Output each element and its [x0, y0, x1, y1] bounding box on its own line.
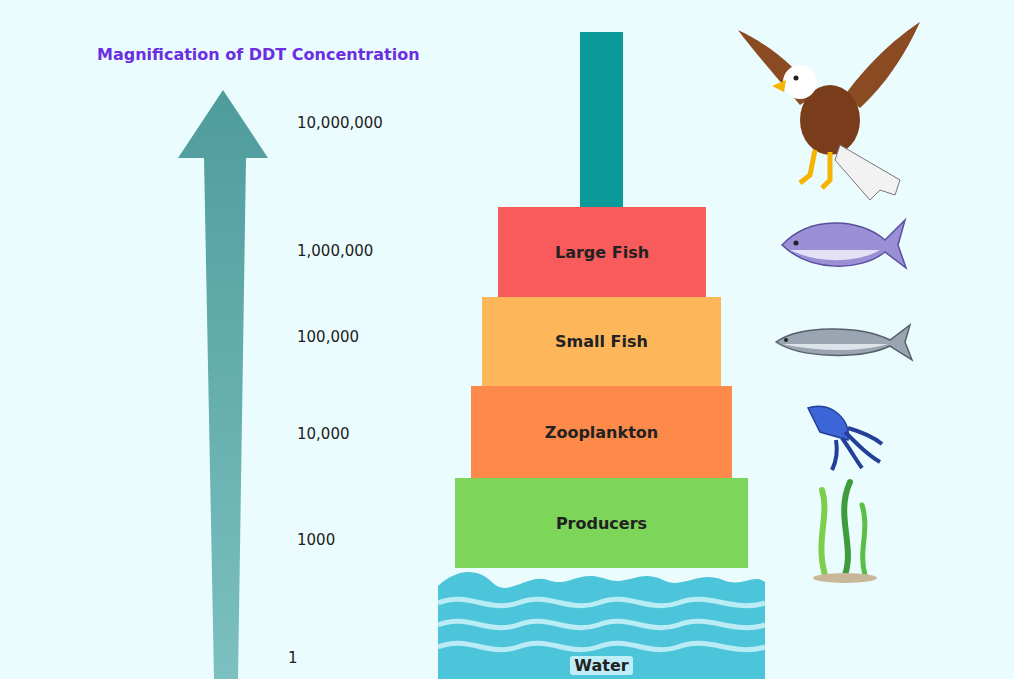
trophic-level-band: Zooplankton: [471, 386, 732, 478]
water-band: Water: [438, 568, 765, 679]
band-label: Producers: [556, 514, 647, 533]
trophic-level-band: Large Fish: [498, 207, 706, 297]
magnification-arrow: [178, 90, 268, 679]
trophic-level-band: Small Fish: [482, 297, 721, 386]
seaweed-icon: [813, 482, 877, 583]
apex-bar: [580, 32, 623, 208]
tuna-icon: [782, 220, 906, 268]
band-label: Small Fish: [555, 332, 648, 351]
eagle-icon: [738, 22, 920, 200]
magnification-value: 10,000,000: [297, 114, 383, 132]
band-label: Large Fish: [555, 243, 649, 262]
magnification-value: 1000: [297, 531, 335, 549]
zooplankton-icon: [808, 406, 882, 470]
band-label: Water: [570, 656, 632, 675]
band-label: Zooplankton: [545, 423, 658, 442]
magnification-value: 1,000,000: [297, 242, 373, 260]
magnification-value: 10,000: [297, 425, 350, 443]
magnification-value: 1: [288, 649, 298, 667]
small-fish-icon: [776, 325, 912, 360]
chart-title: Magnification of DDT Concentration: [97, 45, 420, 64]
magnification-value: 100,000: [297, 328, 359, 346]
trophic-level-band: Producers: [455, 478, 748, 568]
